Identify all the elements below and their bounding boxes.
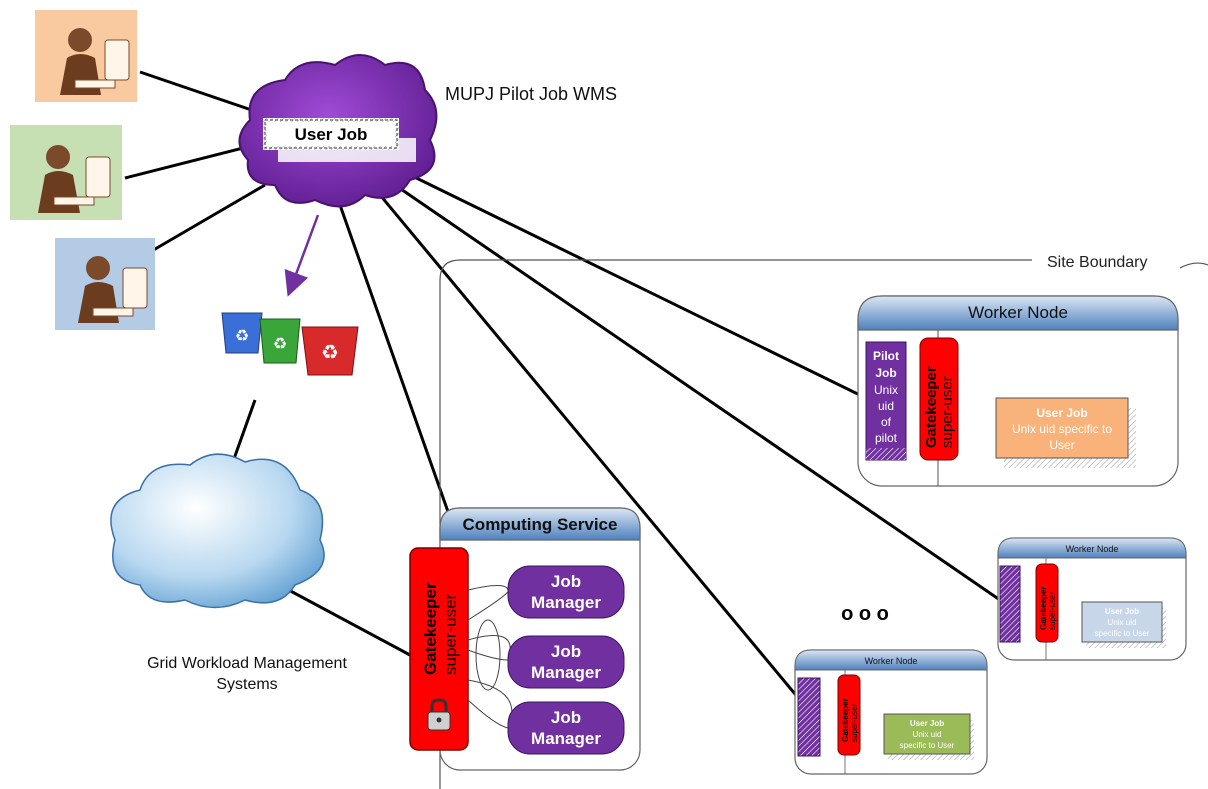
worker-gatekeeper-sub: super-user bbox=[939, 376, 956, 448]
worker-bottom-gatekeeper bbox=[837, 674, 861, 756]
svg-text:♻: ♻ bbox=[235, 328, 249, 345]
user-at-computer-icon bbox=[10, 125, 122, 220]
gatekeeper-sub: super-user bbox=[441, 593, 460, 675]
worker-gatekeeper-label: Gatekeeper bbox=[923, 366, 940, 448]
worker-bottom-user-job-title: User Job bbox=[910, 719, 944, 728]
job-manager-2-line2: Manager bbox=[531, 663, 601, 682]
computing-service: Computing Service Gatekeeper super-user … bbox=[409, 507, 641, 771]
worker-right-pilot-box bbox=[999, 565, 1021, 643]
wms-cloud: User Job bbox=[238, 54, 438, 208]
job-manager-1-line1: Job bbox=[551, 572, 581, 591]
grid-cloud-icon bbox=[110, 453, 325, 609]
worker-right-gatekeeper-label: Gatekeeper bbox=[1039, 586, 1048, 630]
job-manager-2 bbox=[507, 635, 625, 689]
worker-node-main: Worker Node Pilot Job Unix uid of pilot … bbox=[857, 295, 1179, 487]
computing-service-title: Computing Service bbox=[463, 515, 618, 534]
worker-user-job-title: User Job bbox=[1036, 406, 1087, 420]
worker-bottom-gatekeeper-label: Gatekeeper bbox=[841, 698, 850, 742]
pilot-job-line-5: pilot bbox=[875, 431, 898, 445]
worker-node-right-title: Worker Node bbox=[1066, 544, 1119, 554]
job-manager-3 bbox=[507, 701, 625, 755]
worker-right-gatekeeper-sub: super-user bbox=[1048, 591, 1057, 630]
worker-gatekeeper-box bbox=[919, 337, 959, 461]
wms-user-job-label: User Job bbox=[295, 125, 368, 144]
worker-right-user-job bbox=[1081, 601, 1163, 643]
site-boundary: Site Boundary bbox=[439, 254, 1208, 789]
worker-right-user-job-line2: specific to User bbox=[1095, 629, 1150, 638]
user-at-computer-icon bbox=[35, 10, 137, 102]
pilot-job-line-3: uid bbox=[878, 399, 894, 413]
wms-title: MUPJ Pilot Job WMS bbox=[445, 84, 617, 104]
recycle-bin-icon: ♻ ♻ ♻ bbox=[221, 312, 359, 376]
worker-right-user-job-title: User Job bbox=[1105, 607, 1139, 616]
worker-node-bottom-title: Worker Node bbox=[865, 656, 918, 666]
pilot-job-title: Pilot bbox=[873, 349, 899, 363]
pilot-job-box bbox=[865, 341, 907, 461]
padlock-icon bbox=[427, 698, 451, 731]
user-at-computer-icon bbox=[55, 238, 155, 330]
worker-user-job-line2: User bbox=[1049, 438, 1074, 452]
grid-label-line1: Grid Workload Management bbox=[147, 655, 347, 672]
submit-arrow bbox=[284, 214, 320, 297]
worker-node-small-right: Worker Node Gatekeeper super-user User J… bbox=[997, 537, 1187, 661]
job-manager-3-line1: Job bbox=[551, 708, 581, 727]
pilot-job-line-1: Job bbox=[875, 366, 896, 380]
worker-bottom-user-job bbox=[883, 713, 971, 755]
gatekeeper-label: Gatekeeper bbox=[421, 582, 440, 675]
worker-node-small-bottom: Worker Node Gatekeeper super-user User J… bbox=[794, 649, 988, 775]
worker-right-gatekeeper bbox=[1035, 563, 1059, 643]
worker-bottom-user-job-line1: Unix uid bbox=[913, 730, 942, 739]
job-manager-3-line2: Manager bbox=[531, 729, 601, 748]
job-manager-1 bbox=[507, 565, 625, 619]
job-manager-2-line1: Job bbox=[551, 642, 581, 661]
site-boundary-label: Site Boundary bbox=[1047, 254, 1148, 271]
worker-user-job-box bbox=[995, 397, 1129, 459]
svg-text:♻: ♻ bbox=[273, 336, 287, 353]
worker-bottom-pilot-box bbox=[797, 677, 821, 757]
svg-text:♻: ♻ bbox=[321, 342, 339, 364]
worker-user-job-line1: Unix uid specific to bbox=[1012, 422, 1112, 436]
gatekeeper-box bbox=[409, 547, 469, 751]
more-nodes-ellipsis: o o o bbox=[841, 603, 889, 625]
pilot-job-line-4: of bbox=[881, 415, 892, 429]
grid-label-line2: Systems bbox=[216, 676, 277, 693]
worker-node-main-title: Worker Node bbox=[968, 303, 1068, 322]
connection-lines bbox=[124, 70, 1001, 701]
worker-right-user-job-line1: Unix uid bbox=[1108, 618, 1137, 627]
job-manager-1-line2: Manager bbox=[531, 593, 601, 612]
worker-bottom-user-job-line2: specific to User bbox=[900, 741, 955, 750]
worker-bottom-gatekeeper-sub: super-user bbox=[850, 703, 859, 742]
pilot-job-line-2: Unix bbox=[874, 383, 898, 397]
